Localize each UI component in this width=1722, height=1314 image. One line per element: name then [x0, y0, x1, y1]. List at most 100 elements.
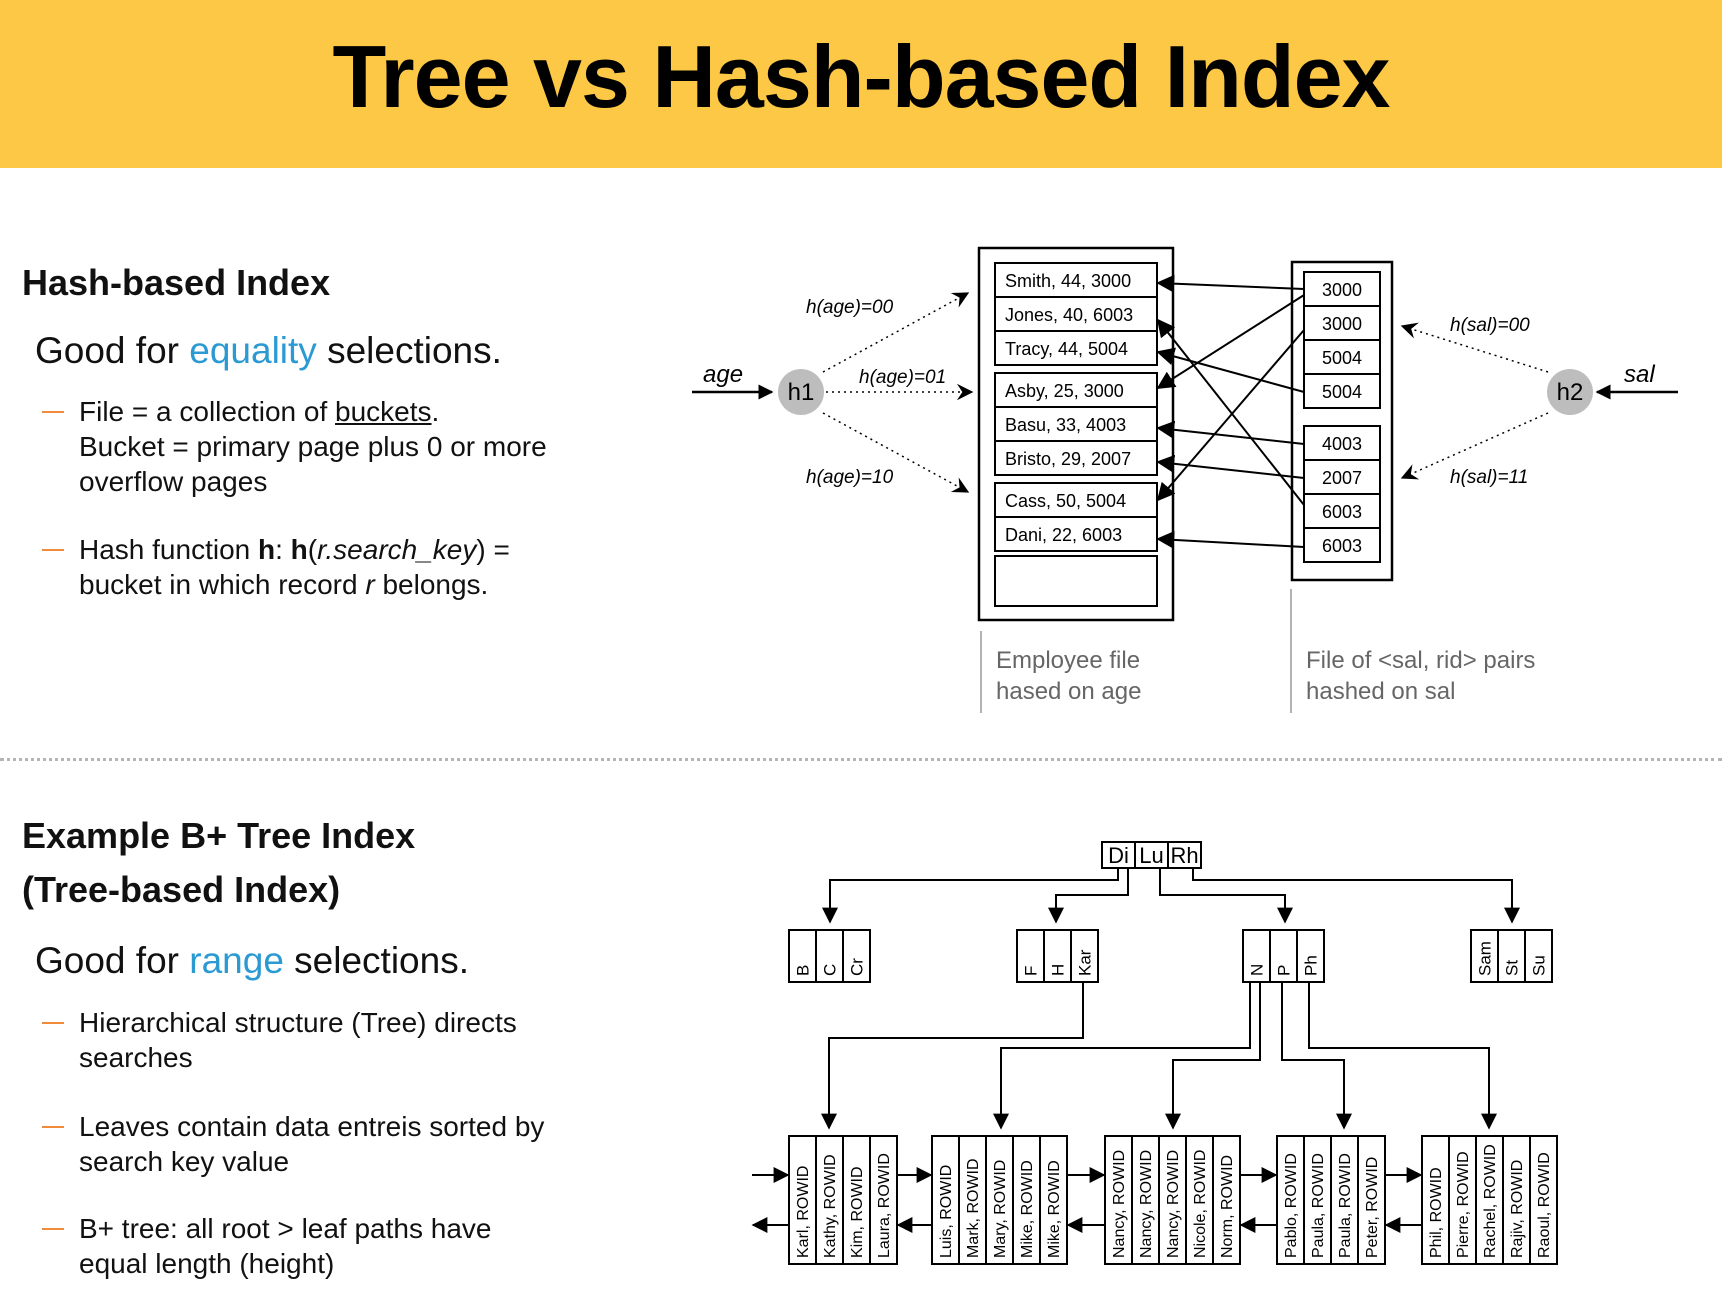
- leaf-entry-cell: [931, 1135, 960, 1265]
- leaf-entry-cell: [1529, 1135, 1558, 1265]
- root-key-cell: [1167, 841, 1202, 869]
- internal-key-p: P: [1274, 965, 1293, 976]
- employee-record-dani: Dani, 22, 6003: [1005, 525, 1122, 545]
- employee-record-cass: Cass, 50, 5004: [1005, 491, 1126, 511]
- h2-path-11: [1400, 412, 1549, 480]
- rid-pointer-3000-asby: [1156, 294, 1305, 389]
- leaf-entry-pablo-rowid: Pablo, ROWID: [1283, 1153, 1300, 1258]
- edge-Ph-to-leaf5: [1308, 982, 1497, 1130]
- root-key-cell: [1134, 841, 1169, 869]
- leaf-entry-phil-rowid: Phil, ROWID: [1428, 1167, 1445, 1258]
- leaf-entry-cell: [958, 1135, 987, 1265]
- leaf-entry-cell: [1330, 1135, 1359, 1265]
- edge-root-to-F: [1048, 868, 1129, 924]
- internal-key-cell: [1070, 929, 1099, 983]
- leaf-entry-mike-rowid: Mike, ROWID: [1046, 1160, 1063, 1258]
- range-term: range: [189, 940, 284, 981]
- leaf-entry-cell: [869, 1135, 898, 1265]
- sal-input-label: sal: [1624, 361, 1655, 388]
- h-sal-11-label: h(sal)=11: [1450, 467, 1528, 488]
- leaf-entry-cell: [1448, 1135, 1477, 1265]
- internal-key-h: H: [1048, 964, 1067, 976]
- root-key-di: Di: [1108, 843, 1129, 868]
- sal-entry-3000: 3000: [1322, 280, 1362, 300]
- leaf-entry-cell: [1104, 1135, 1133, 1265]
- leaf-entry-cell: [1185, 1135, 1214, 1265]
- leaf-entry-kim-rowid: Kim, ROWID: [849, 1166, 866, 1258]
- leaf-entry-cell: [1276, 1135, 1305, 1265]
- leaf-entry-nancy-rowid: Nancy, ROWID: [1111, 1150, 1128, 1258]
- edge-P-to-leaf3: [1165, 982, 1261, 1130]
- leaf-entry-kathy-rowid: Kathy, ROWID: [822, 1154, 839, 1258]
- leaf-entry-peter-rowid: Peter, ROWID: [1364, 1157, 1381, 1258]
- employee-record-jones: Jones, 40, 6003: [1005, 305, 1133, 325]
- sal-entry-3000: 3000: [1322, 314, 1362, 334]
- title-banner: [0, 0, 1722, 168]
- internal-key-cell: [1524, 929, 1553, 983]
- hash-lead: Good for equality selections.: [35, 330, 502, 371]
- leaf-entry-cell: [1012, 1135, 1041, 1265]
- employee-bucket-0: [994, 262, 1158, 366]
- h2-label: h2: [1557, 379, 1584, 406]
- internal-key-cell: [842, 929, 871, 983]
- bullet-dash: [42, 1126, 64, 1128]
- h-age-00-label: h(age)=00: [806, 297, 894, 318]
- edge-root-to-N: [1159, 868, 1293, 924]
- rid-pointer-5004-tracy: [1156, 347, 1305, 393]
- leaf-entry-norm-rowid: Norm, ROWID: [1219, 1155, 1236, 1258]
- tree-heading-2: (Tree-based Index): [22, 869, 341, 910]
- leaf-entry-cell: [815, 1135, 844, 1265]
- leaf-entry-cell: [788, 1135, 817, 1265]
- internal-key-ph: Ph: [1301, 955, 1320, 976]
- sal-file-frame: [1290, 260, 1394, 582]
- root-key-rh: Rh: [1170, 843, 1198, 868]
- edge-root-to-B: [822, 868, 1119, 924]
- leaf-entry-raoul-rowid: Raoul, ROWID: [1536, 1152, 1553, 1258]
- sal-entry-6003: 6003: [1322, 536, 1362, 556]
- internal-key-c: C: [820, 964, 839, 976]
- internal-key-cell: [1269, 929, 1298, 983]
- h2-hash-node: [1547, 369, 1593, 415]
- rid-pointers: [1156, 274, 1305, 549]
- section-divider: [0, 758, 1722, 761]
- internal-key-cell: [1043, 929, 1072, 983]
- bullet-dash: [42, 549, 64, 551]
- leaf-entry-paula-rowid: Paula, ROWID: [1310, 1153, 1327, 1258]
- edge-root-to-Sam: [1192, 868, 1520, 924]
- caption-left-line2: hased on age: [996, 678, 1141, 705]
- internal-key-cr: Cr: [847, 958, 866, 976]
- internal-key-f: F: [1021, 966, 1040, 976]
- leaf-entry-mary-rowid: Mary, ROWID: [992, 1160, 1009, 1258]
- leaf-entry-nancy-rowid: Nancy, ROWID: [1138, 1150, 1155, 1258]
- sal-entry-5004: 5004: [1322, 382, 1362, 402]
- bullet-dash: [42, 1228, 64, 1230]
- equality-term: equality: [189, 330, 317, 371]
- age-input-label: age: [703, 361, 743, 388]
- employee-overflow-slot: [994, 555, 1158, 607]
- internal-key-sam: Sam: [1475, 941, 1494, 976]
- tree-edges: [821, 868, 1520, 1130]
- leaf-entry-cell: [1039, 1135, 1068, 1265]
- tree-heading-1: Example B+ Tree Index: [22, 815, 416, 856]
- caption-left-line1: Employee file: [996, 647, 1140, 674]
- caption-right-line1: File of <sal, rid> pairs: [1306, 647, 1535, 674]
- internal-key-su: Su: [1529, 955, 1548, 976]
- h-age-10-label: h(age)=10: [806, 467, 894, 488]
- leaf-entry-cell: [1158, 1135, 1187, 1265]
- sal-entry-6003: 6003: [1322, 502, 1362, 522]
- page-title: Tree vs Hash-based Index: [332, 27, 1391, 126]
- internal-key-cell: [1296, 929, 1325, 983]
- h-sal-00-label: h(sal)=00: [1450, 315, 1530, 336]
- employee-record-asby: Asby, 25, 3000: [1005, 381, 1124, 401]
- leaf-entry-pierre-rowid: Pierre, ROWID: [1455, 1151, 1472, 1258]
- edge-N-to-leaf2: [993, 982, 1251, 1130]
- leaf-entry-karl-rowid: Karl, ROWID: [795, 1166, 812, 1258]
- internal-key-st: St: [1502, 960, 1521, 976]
- sal-entry-4003: 4003: [1322, 434, 1362, 454]
- hash-heading: Hash-based Index: [22, 262, 331, 303]
- employee-record-smith: Smith, 44, 3000: [1005, 271, 1131, 291]
- internal-key-b: B: [793, 965, 812, 976]
